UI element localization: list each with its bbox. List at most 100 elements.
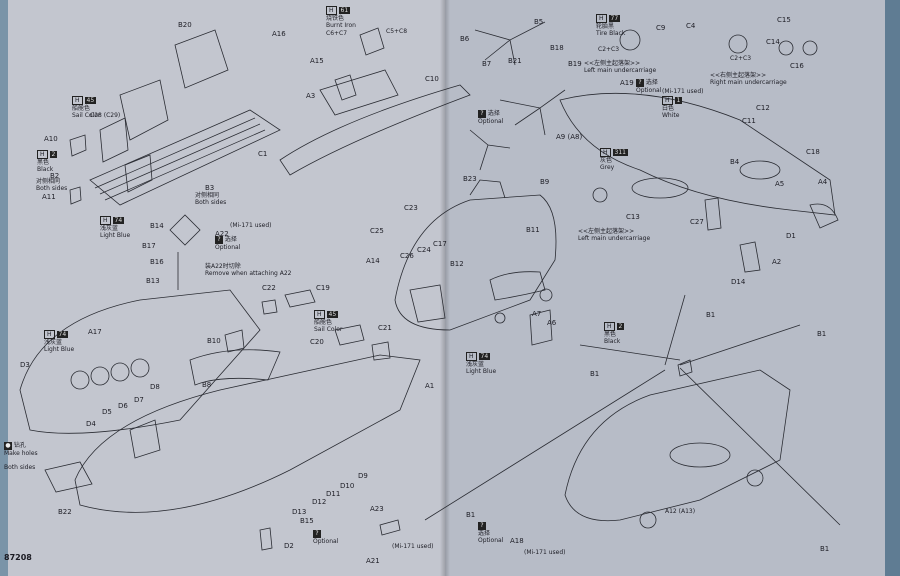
part-label: A14 — [366, 257, 380, 265]
part-label: B1 — [590, 370, 600, 378]
part-label: A6 — [547, 319, 557, 327]
part-label: C2+C3 — [598, 46, 620, 53]
part-label: B10 — [207, 337, 221, 345]
paint-name-en: Black — [604, 338, 621, 345]
part-label: C19 — [316, 284, 330, 292]
part-label: B3 — [205, 184, 215, 192]
part-label: D3 — [20, 361, 30, 369]
upper-interior-assembly — [279, 27, 471, 176]
paint-code: H — [100, 216, 111, 225]
part-label: D9 — [358, 472, 368, 480]
paint-code: H — [44, 330, 55, 339]
part-label: D8 — [150, 383, 160, 391]
note-mi171-a23: (Mi-171 used) — [392, 543, 434, 550]
note-en: Left main undercarriage — [584, 67, 657, 74]
page-fold — [440, 0, 450, 576]
part-label: B6 — [460, 35, 470, 43]
part-label: B12 — [450, 260, 464, 268]
part-label: C14 — [766, 38, 780, 46]
paint-name-cn: 轮胎黑 — [596, 23, 615, 30]
part-label: C4 — [686, 22, 696, 30]
paint-code: H — [466, 352, 477, 361]
paint-number: 74 — [478, 353, 491, 360]
part-label: C5+C8 — [386, 28, 408, 35]
note-cn: 选择 — [645, 79, 658, 86]
part-label: D11 — [326, 490, 341, 498]
paint-name-cn: 浅灰蓝 — [466, 361, 485, 368]
part-label: C15 — [777, 16, 791, 24]
part-label: C24 — [417, 246, 431, 254]
part-label: C25 — [370, 227, 384, 235]
paint-name-en: Light Blue — [44, 346, 75, 353]
part-label: A18 — [510, 537, 524, 545]
note-en: Optional — [478, 118, 504, 125]
part-label: B2 — [50, 172, 60, 180]
note-en: Remove when attaching A22 — [205, 270, 292, 277]
note-en: Make holes — [4, 450, 38, 457]
part-label: B4 — [730, 158, 740, 166]
part-label: B7 — [482, 60, 492, 68]
part-label: A5 — [775, 180, 785, 188]
question-icon: ? — [636, 79, 644, 87]
part-label: B16 — [150, 258, 164, 266]
part-label: C20 — [310, 338, 324, 346]
part-label: C18 — [806, 148, 820, 156]
note-en: Right main undercarriage — [710, 79, 787, 86]
part-label: B20 — [178, 21, 192, 29]
note-optional-a22: ? 选择 Optional — [215, 236, 240, 251]
part-label: A7 — [532, 310, 542, 318]
paint-name-cn: 船舱色 — [72, 105, 91, 112]
part-label: D5 — [102, 408, 112, 416]
small-parts — [224, 197, 761, 536]
cabin-floor-assembly — [69, 29, 281, 206]
part-label: A12 (A13) — [665, 508, 696, 515]
part-label: C26 — [400, 252, 414, 260]
note-optional-a23: ? Optional — [313, 530, 338, 545]
part-label: C27 — [690, 218, 704, 226]
paint-number: 61 — [338, 7, 351, 14]
note-cn: 装A22时切除 — [205, 263, 241, 270]
note-both-sides: 对侧相同 Both sides — [36, 178, 67, 192]
paint-name-en: White — [662, 112, 680, 119]
part-label: C17 — [433, 240, 447, 248]
paint-code: H — [600, 148, 611, 157]
part-label: B23 — [463, 175, 477, 183]
part-label: C22 — [262, 284, 276, 292]
paint-name-cn: 浅灰蓝 — [100, 225, 119, 232]
paint-name-cn: 黑色 — [604, 331, 617, 338]
note-both-sides: 对侧相同 Both sides — [195, 192, 226, 206]
right-fuselage-assembly — [469, 21, 839, 229]
note-en: Optional — [636, 87, 662, 94]
part-label: B8 — [202, 381, 212, 389]
part-label: B17 — [142, 242, 156, 250]
part-label: A21 — [366, 557, 380, 565]
final-helicopter — [424, 294, 841, 529]
part-label: A2 — [772, 258, 782, 266]
paint-number: 74 — [112, 217, 125, 224]
paint-number: 1 — [674, 97, 683, 104]
part-label: C1 — [258, 150, 268, 158]
paint-name-en: Black — [37, 166, 54, 173]
part-label: A23 — [370, 505, 384, 513]
paint-number: 45 — [326, 311, 339, 318]
note-remove-a22: 装A22时切除 Remove when attaching A22 — [205, 263, 291, 277]
part-label: B13 — [146, 277, 160, 285]
part-label: A17 — [88, 328, 102, 336]
part-label: D13 — [292, 508, 307, 516]
note-cn: 选择 — [487, 110, 500, 117]
part-label: B14 — [150, 222, 164, 230]
note-mi171-a18: (Mi-171 used) — [524, 549, 566, 556]
part-label: B18 — [550, 44, 564, 52]
paint-name-cn: 白色 — [662, 105, 675, 112]
part-label: C2+C3 — [730, 55, 752, 62]
part-label: C23 — [404, 204, 418, 212]
part-label: C28 (C29) — [90, 112, 121, 119]
part-label: B1 — [466, 511, 476, 519]
